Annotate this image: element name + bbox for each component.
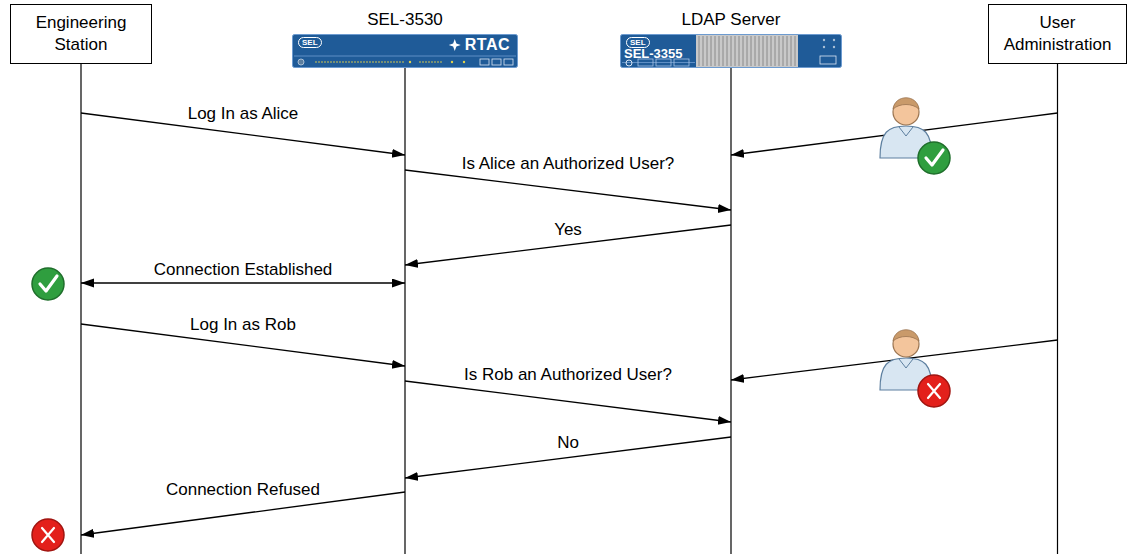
rtac-device: SEL-3530SEL RTAC [292, 10, 518, 68]
device-heading: SEL-3530 [292, 10, 518, 30]
message-arrow [405, 381, 731, 422]
box-label: Engineering Station [19, 12, 143, 56]
message-label: Is Rob an Authorized User? [462, 365, 674, 385]
check-icon [918, 142, 950, 174]
lifeline [404, 68, 405, 554]
device-heading: LDAP Server [620, 10, 842, 30]
lifeline [730, 68, 731, 554]
message-label: Is Alice an Authorized User? [460, 154, 677, 174]
check-icon [32, 268, 64, 300]
model-label: SEL-3355 [624, 47, 683, 61]
message-arrow [405, 170, 731, 210]
message-arrow [81, 282, 405, 283]
message-label: Log In as Rob [188, 315, 298, 335]
station-box: Engineering Station [10, 4, 152, 64]
device-panel: SEL RTAC [292, 34, 518, 68]
message-label: Yes [552, 220, 584, 240]
messages [81, 113, 1058, 535]
box-label: User Administration [997, 12, 1118, 56]
message-label: Connection Established [152, 260, 335, 280]
admin-box: User Administration [988, 4, 1127, 64]
model-label: RTAC [465, 36, 510, 54]
lifeline [80, 64, 81, 554]
status-icons [32, 98, 950, 551]
message-label: Log In as Alice [186, 104, 301, 124]
message-label: No [555, 433, 581, 453]
lifelines [81, 64, 1058, 554]
cross-icon [32, 519, 64, 551]
cross-icon [918, 375, 950, 407]
ldap-device: LDAP ServerSELSEL-3355 [620, 10, 842, 68]
lifeline [1057, 64, 1058, 554]
brand-logo: SEL [298, 37, 322, 48]
message-label: Connection Refused [164, 480, 322, 500]
device-panel: SELSEL-3355 [620, 34, 842, 68]
